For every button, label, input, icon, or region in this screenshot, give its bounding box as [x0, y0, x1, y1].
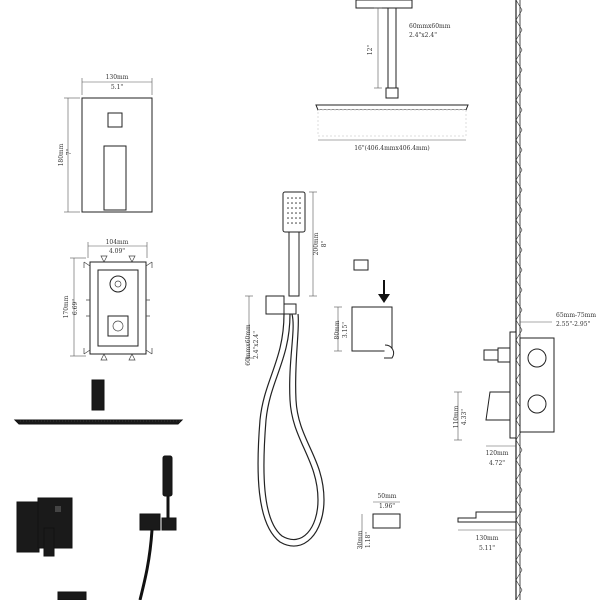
ball-joint — [385, 87, 399, 99]
diverter-profile — [497, 347, 511, 363]
valve-port-bottom — [527, 394, 547, 414]
connector-nut — [353, 259, 369, 271]
spout-height-in: 1.18" — [365, 532, 372, 548]
reach-in: 4.72" — [489, 460, 505, 467]
trim-plate-black — [37, 497, 73, 549]
elbow-black — [161, 517, 177, 531]
valve-width-mm: 104mm — [106, 239, 129, 246]
spout-detail-drawing: 50mm 1.96" 30mm 1.18" — [357, 493, 401, 550]
valve-width-in: 4.09" — [109, 248, 125, 255]
trim-profile — [509, 331, 517, 439]
handle-height-in: 4.33" — [461, 409, 468, 425]
trim-width-in: 5.1" — [111, 84, 124, 91]
hand-shower-photo — [138, 455, 177, 600]
depth-in: 2.55"-2.95" — [556, 321, 591, 328]
holder-elbow — [265, 295, 285, 315]
spout-length-mm: 130mm — [476, 535, 499, 542]
holder-size-in: 2.4"x2.4" — [253, 331, 260, 359]
handheld-black — [162, 455, 173, 497]
holder-black — [139, 513, 161, 531]
valve-body-black — [16, 501, 40, 553]
reach-mm: 120mm — [486, 450, 509, 457]
shower-arm-black — [91, 379, 105, 411]
trim-width-mm: 130mm — [106, 74, 129, 81]
rain-head-size: 16"(406.4mmx406.4mm) — [354, 145, 430, 152]
depth-mm: 65mm-75mm — [556, 312, 596, 319]
rain-head — [315, 104, 469, 111]
spout-height-mm: 30mm — [357, 530, 364, 549]
diverter-stem — [483, 349, 499, 361]
ceiling-flange — [355, 0, 413, 9]
diverter-knob — [107, 112, 123, 128]
trim-photo — [16, 497, 87, 600]
hose-black — [138, 529, 154, 600]
valve-outlet-top — [109, 275, 127, 293]
trim-plate-drawing: 130mm 5.1" 180mm 7" — [58, 74, 153, 213]
trim-height-in: 7" — [66, 148, 73, 155]
trim-height-mm: 180mm — [58, 143, 65, 166]
valve-box-drawing: 104mm 4.09" 170mm 6.69" — [63, 239, 153, 361]
spout-width-mm: 50mm — [377, 493, 396, 500]
valve-port-top — [527, 348, 547, 368]
arm-size-in: 2.4"x2.4" — [409, 32, 437, 39]
holder-size-mm: 60mmx60mm — [245, 324, 252, 366]
arm-length-in: 12" — [367, 45, 374, 56]
spout-length-in: 5.11" — [479, 545, 495, 552]
valve-height-in: 6.69" — [72, 299, 79, 315]
shower-arm — [387, 7, 397, 89]
spout-profile — [457, 511, 517, 523]
hand-shower-drawing: 200mm 8" 60mmx60mm 2.4"x2.4" — [245, 191, 328, 547]
spout-black — [57, 591, 87, 600]
diverter-black — [55, 506, 61, 512]
mixer-handle — [103, 145, 127, 211]
arm-size-mm: 60mmx60mm — [409, 23, 451, 30]
rain-head-black — [13, 419, 184, 425]
handle-height-mm: 110mm — [453, 405, 460, 428]
handheld-head — [282, 191, 306, 233]
hose — [263, 313, 319, 541]
handheld-length-mm: 200mm — [313, 232, 320, 255]
holder-height-in: 3.15" — [342, 322, 349, 338]
valve-cartridge — [107, 315, 129, 337]
handle-black — [43, 527, 55, 557]
shower-arm-drawing: 12" 60mmx60mm 2.4"x2.4" 16"(406.4mmx406.… — [315, 0, 469, 152]
spout-width-in: 1.96" — [379, 503, 395, 510]
wall-hatch — [515, 0, 523, 600]
outlet-connector — [283, 303, 297, 315]
holder-height-mm: 80mm — [334, 320, 341, 339]
wall-section-drawing: 65mm-75mm 2.55"-2.95" 110mm 4.33" 120mm … — [453, 0, 596, 600]
valve-height-mm: 170mm — [63, 295, 70, 318]
holder-detail-drawing: 80mm 3.15" — [334, 259, 395, 359]
arrow-down — [378, 294, 390, 303]
handle-profile — [485, 391, 511, 421]
handheld-handle — [288, 231, 300, 297]
rain-head-photo — [13, 379, 184, 425]
wall-holder — [351, 306, 393, 352]
spout-front — [372, 513, 401, 529]
handheld-length-in: 8" — [321, 240, 328, 247]
